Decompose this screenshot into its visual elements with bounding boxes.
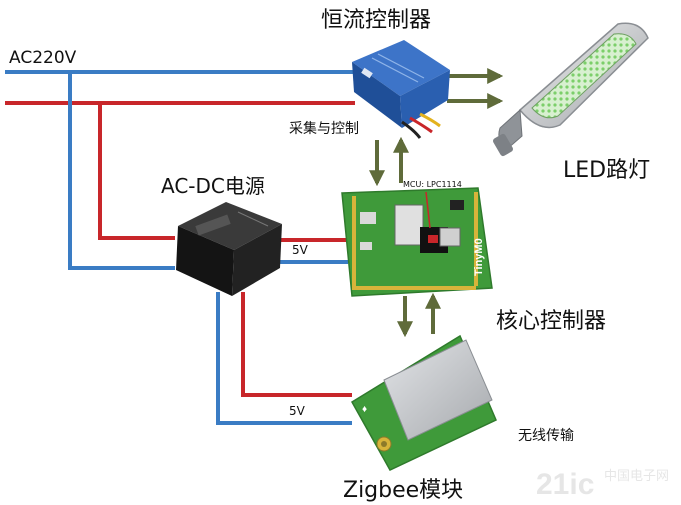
power-wire-red-zigbee: [241, 292, 352, 397]
core-voltage-label: 5V: [292, 243, 309, 257]
power-wire-blue-zigbee: [216, 292, 352, 425]
zigbee-voltage-label: 5V: [289, 404, 306, 418]
mcu-label: MCU: LPC1114: [403, 180, 462, 189]
acdc-power-module-icon: [176, 202, 282, 296]
core-controller-label: 核心控制器: [496, 309, 606, 334]
live-wire-to-psu: [98, 103, 175, 240]
watermark: 21ic 中国电子网: [536, 468, 669, 501]
neutral-wire-to-psu: [68, 72, 175, 270]
led-street-light-label: LED路灯: [563, 158, 650, 183]
led-street-light-icon: [493, 22, 649, 157]
core-board-brand: TinyM0: [473, 238, 485, 276]
constant-current-controller-label: 恒流控制器: [321, 8, 431, 33]
zigbee-module-icon: ♦: [350, 334, 497, 471]
watermark-logo: 21ic: [536, 468, 594, 501]
signal-arrows: [369, 68, 504, 338]
acquisition-control-label: 采集与控制: [289, 120, 359, 137]
ac-input-label: AC220V: [9, 48, 77, 68]
wireless-transmission-label: 无线传输: [518, 428, 574, 444]
zigbee-module-label: Zigbee模块: [343, 478, 463, 503]
acdc-power-label: AC-DC电源: [161, 174, 265, 198]
core-controller-board-icon: MCU: LPC1114 TinyM0: [341, 180, 493, 297]
constant-current-driver-icon: [352, 40, 450, 139]
watermark-text: 中国电子网: [604, 469, 669, 484]
svg-text:♦: ♦: [362, 404, 367, 415]
wiring: [5, 70, 355, 425]
